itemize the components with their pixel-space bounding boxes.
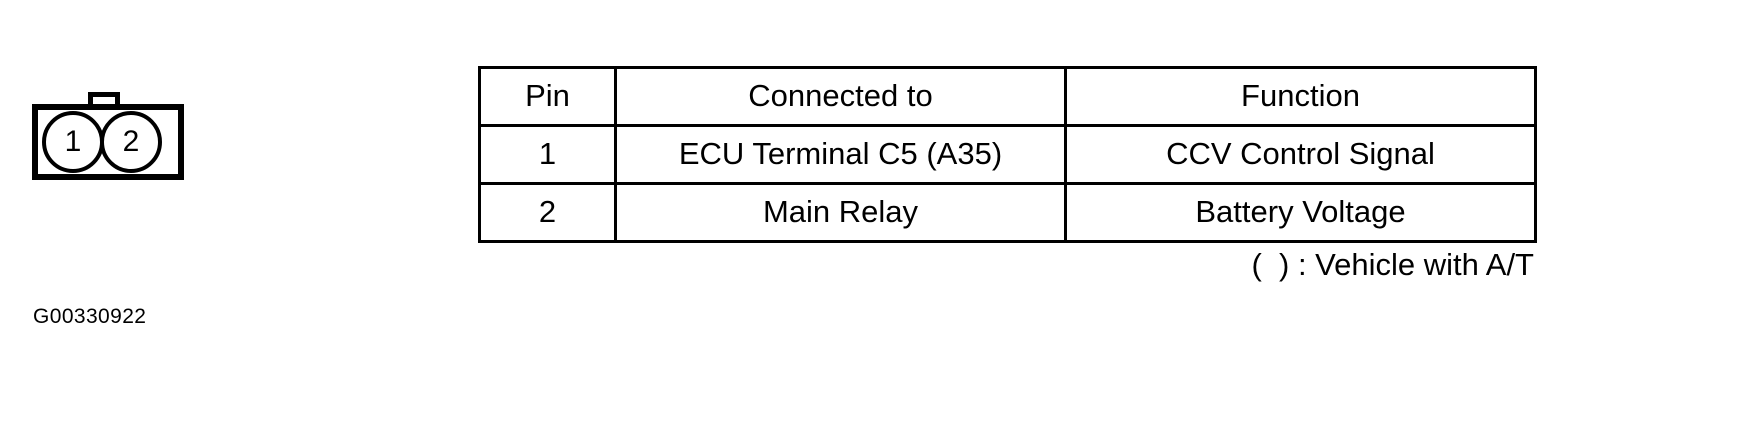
cell-pin: 1 xyxy=(478,124,617,185)
table-row: 2 Main Relay Battery Voltage xyxy=(478,182,1537,243)
connector-pin-1: 1 xyxy=(42,111,104,173)
column-header-connected-to: Connected to xyxy=(614,66,1067,127)
cell-function: CCV Control Signal xyxy=(1064,124,1537,185)
cell-connected-to: ECU Terminal C5 (A35) xyxy=(614,124,1067,185)
cell-function: Battery Voltage xyxy=(1064,182,1537,243)
table-header-row: Pin Connected to Function xyxy=(478,66,1537,127)
column-header-pin: Pin xyxy=(478,66,617,127)
cell-connected-to: Main Relay xyxy=(614,182,1067,243)
reference-code: G00330922 xyxy=(33,305,147,328)
connector-pin-2: 2 xyxy=(100,111,162,173)
table-row: 1 ECU Terminal C5 (A35) CCV Control Sign… xyxy=(478,124,1537,185)
cell-pin: 2 xyxy=(478,182,617,243)
column-header-function: Function xyxy=(1064,66,1537,127)
pinout-table: Pin Connected to Function 1 ECU Terminal… xyxy=(478,66,1537,243)
connector-figure: 1 2 xyxy=(32,92,184,180)
table-footnote: ( ) : Vehicle with A/T xyxy=(1251,247,1534,282)
connector-pin-2-label: 2 xyxy=(122,125,140,158)
connector-locking-tab-icon xyxy=(88,92,120,106)
connector-body: 1 2 xyxy=(32,104,184,180)
connector-pin-1-label: 1 xyxy=(64,125,82,158)
